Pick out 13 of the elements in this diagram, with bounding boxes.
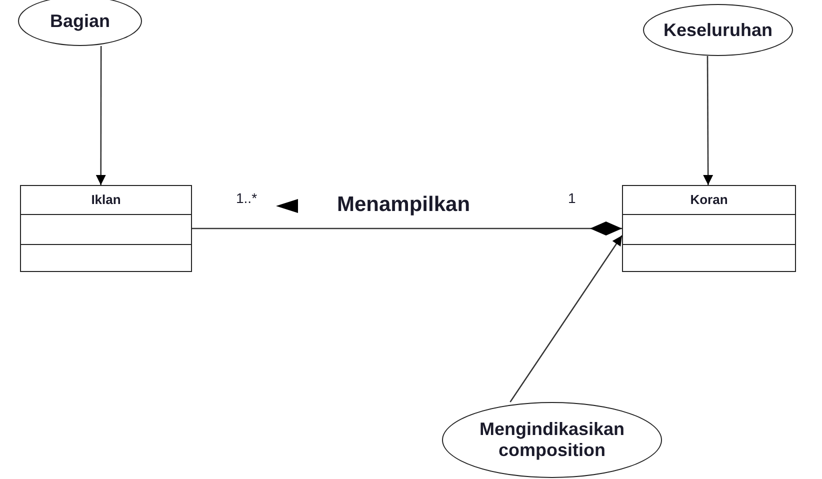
class-box [20, 185, 192, 272]
arrow [96, 46, 106, 185]
note-text: Keseluruhan [663, 20, 773, 40]
composition-line [192, 222, 622, 236]
class-name: Iklan [90, 191, 122, 209]
multiplicity-label: 1 [568, 190, 576, 206]
arrow [510, 235, 623, 402]
class-box [622, 185, 796, 272]
note-text: Bagian [50, 10, 110, 32]
multiplicity-label: 1..* [236, 190, 258, 206]
note-text: Mengindikasikan composition [478, 419, 626, 461]
class-name: Koran [689, 191, 729, 209]
arrow [703, 56, 714, 185]
